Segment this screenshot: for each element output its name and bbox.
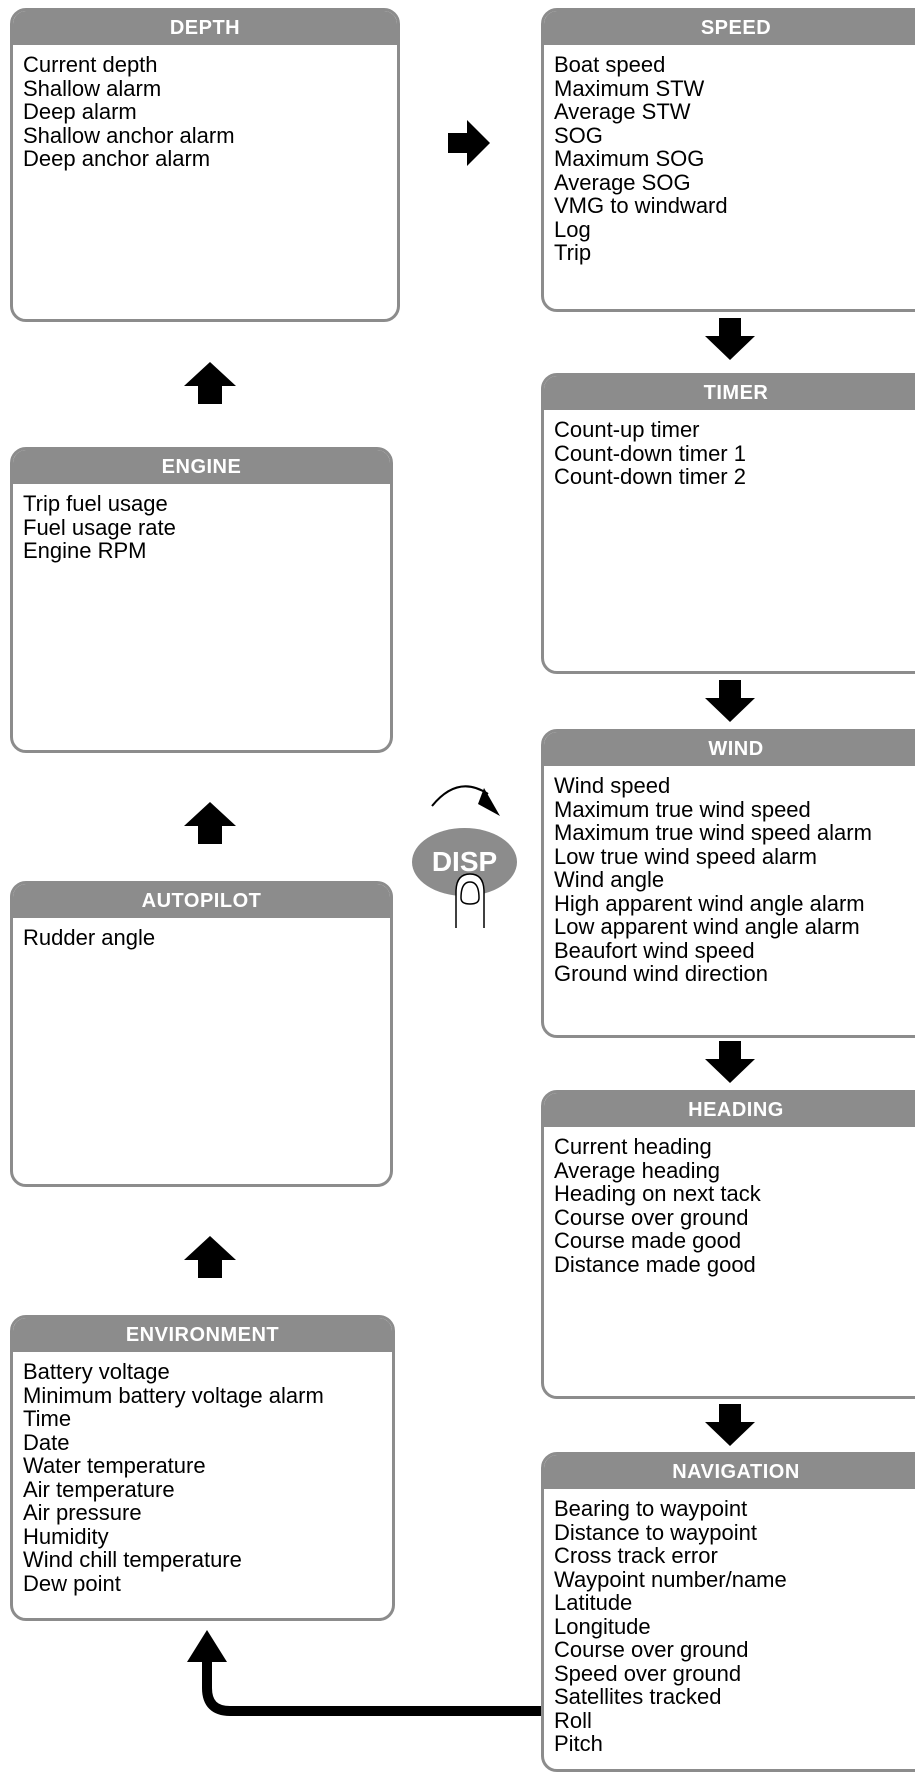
panel-engine-title: ENGINE [13,450,390,484]
rotate-arrow-icon [431,785,500,816]
panel-heading-title: HEADING [544,1093,915,1127]
list-item: Air temperature [23,1476,175,1502]
list-item: Minimum battery voltage alarm [23,1382,324,1408]
list-item: Longitude [554,1613,651,1639]
list-item: Cross track error [554,1543,718,1568]
list-item: Ground wind direction [554,961,769,986]
list-item: SOG [554,122,603,148]
list-item: Speed over ground [554,1660,742,1686]
list-item: Maximum SOG [554,146,705,171]
list-item: Trip fuel usage [23,491,168,516]
list-item: Count-down timer 1 [554,440,746,466]
list-item: Pitch [554,1731,603,1756]
list-item: Wind angle [554,867,665,892]
disp-button[interactable]: DISP [412,828,517,898]
list-item: Satellites tracked [554,1684,722,1709]
arrow-down-icon [705,680,755,722]
panel-navigation-title: NAVIGATION [544,1455,915,1489]
panel-autopilot: AUTOPILOT Rudder angle [10,881,393,1187]
list-item: Date [23,1429,70,1455]
arrow-right-icon [448,120,490,166]
list-item: Shallow alarm [23,75,162,101]
list-item: Current heading [554,1134,712,1159]
list-item: Rudder angle [23,925,156,950]
list-item: Course over ground [554,1204,749,1230]
list-item: Wind speed [554,773,671,798]
list-item: Maximum true wind speed alarm [554,820,872,845]
arrow-up-icon [184,1236,236,1278]
list-item: Latitude [554,1590,633,1615]
list-item: Waypoint number/name [554,1566,787,1592]
list-item: Beaufort wind speed [554,937,755,963]
list-item: Maximum true wind speed [554,796,811,822]
panel-environment-title: ENVIRONMENT [13,1318,392,1352]
finger-icon [455,873,485,928]
panel-depth-title: DEPTH [13,11,397,45]
panel-timer-title: TIMER [544,376,915,410]
list-item: Time [23,1406,72,1431]
arrow-down-icon [705,1041,755,1083]
arrow-up-icon [184,362,236,404]
list-item: Dew point [23,1570,121,1596]
panel-autopilot-title: AUTOPILOT [13,884,390,918]
list-item: Low true wind speed alarm [554,843,817,869]
panel-autopilot-list: Rudder angle [13,918,390,950]
list-item: Deep alarm [23,99,137,124]
list-item: Trip [554,240,592,265]
list-item: Log [554,216,591,242]
list-item: VMG to windward [554,193,728,218]
list-item: Battery voltage [23,1359,170,1384]
list-item: High apparent wind angle alarm [554,890,865,916]
list-item: Engine RPM [23,538,147,563]
list-item: Count-down timer 2 [554,464,746,489]
panel-wind-title: WIND [544,732,915,766]
list-item: Water temperature [23,1453,206,1478]
list-item: Course over ground [554,1637,749,1662]
arrow-up-icon [184,802,236,844]
list-item: Heading on next tack [554,1181,761,1206]
list-item: Boat speed [554,52,666,77]
list-item: Distance made good [554,1251,756,1277]
list-item: Roll [554,1707,592,1733]
list-item: Wind chill temperature [23,1547,242,1572]
list-item: Count-up timer [554,417,700,442]
list-item: Shallow anchor alarm [23,122,235,148]
list-item: Average SOG [554,169,691,195]
arrow-down-icon [705,318,755,360]
list-item: Distance to waypoint [554,1519,757,1545]
list-item: Average heading [554,1157,720,1183]
list-item: Deep anchor alarm [23,146,211,171]
list-item: Current depth [23,52,158,77]
list-item: Average STW [554,99,691,124]
list-item: Course made good [554,1228,742,1253]
list-item: Fuel usage rate [23,514,176,540]
list-item: Air pressure [23,1500,142,1525]
arrow-down-icon [705,1404,755,1446]
list-item: Maximum STW [554,75,705,101]
panel-speed-title: SPEED [544,11,915,45]
list-item: Humidity [23,1523,109,1549]
list-item: Low apparent wind angle alarm [554,914,860,939]
disp-button-label: DISP [412,828,517,896]
list-item: Bearing to waypoint [554,1496,748,1521]
